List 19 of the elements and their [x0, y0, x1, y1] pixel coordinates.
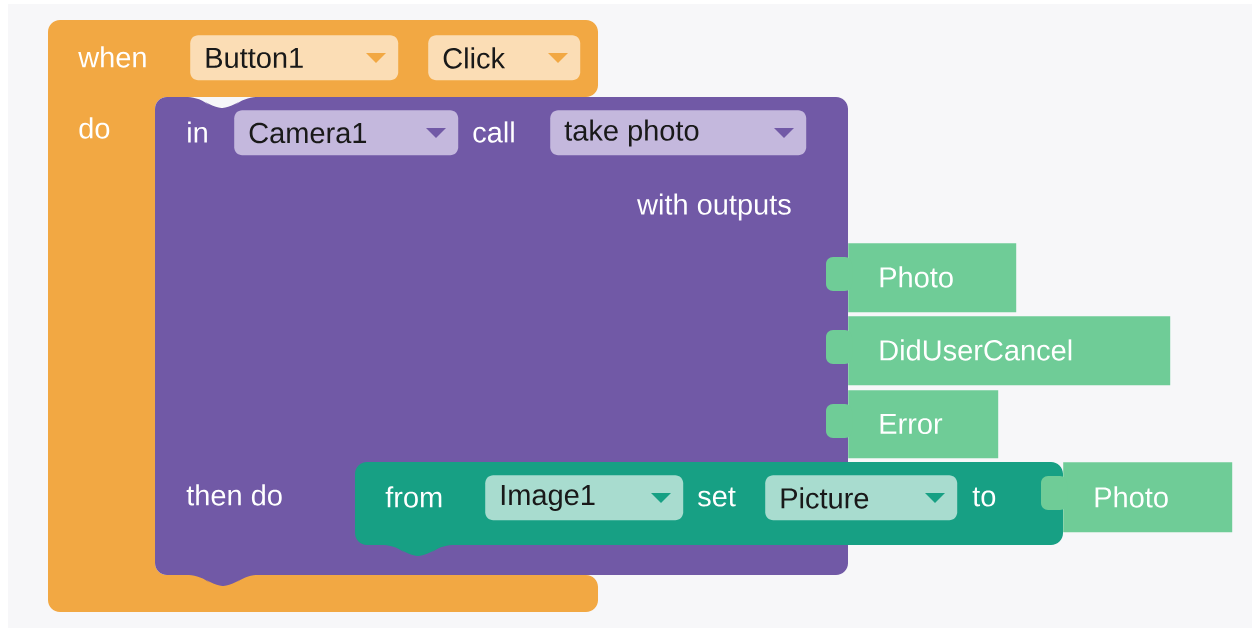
dropdown: Click	[428, 35, 581, 81]
output-block: Error	[826, 390, 999, 459]
block-label: when	[78, 46, 146, 68]
block-label: in	[188, 121, 207, 143]
output-block: Photo	[826, 243, 1017, 313]
output-block: Photo	[1041, 462, 1233, 533]
dropdown: take photo	[550, 110, 807, 156]
block-label: set	[698, 487, 736, 507]
block-label: then do	[186, 484, 282, 506]
block-label: to	[972, 487, 996, 507]
dropdown: Picture	[765, 475, 958, 521]
block-label: call	[473, 121, 514, 143]
block-label: with outputs	[637, 193, 791, 221]
block-label: from	[385, 486, 442, 508]
output-block: DidUserCancel	[826, 316, 1171, 386]
dropdown: Button1	[190, 35, 399, 81]
block-label: do	[79, 117, 110, 139]
dropdown: Image1	[485, 475, 684, 521]
dropdown: Camera1	[234, 110, 459, 156]
